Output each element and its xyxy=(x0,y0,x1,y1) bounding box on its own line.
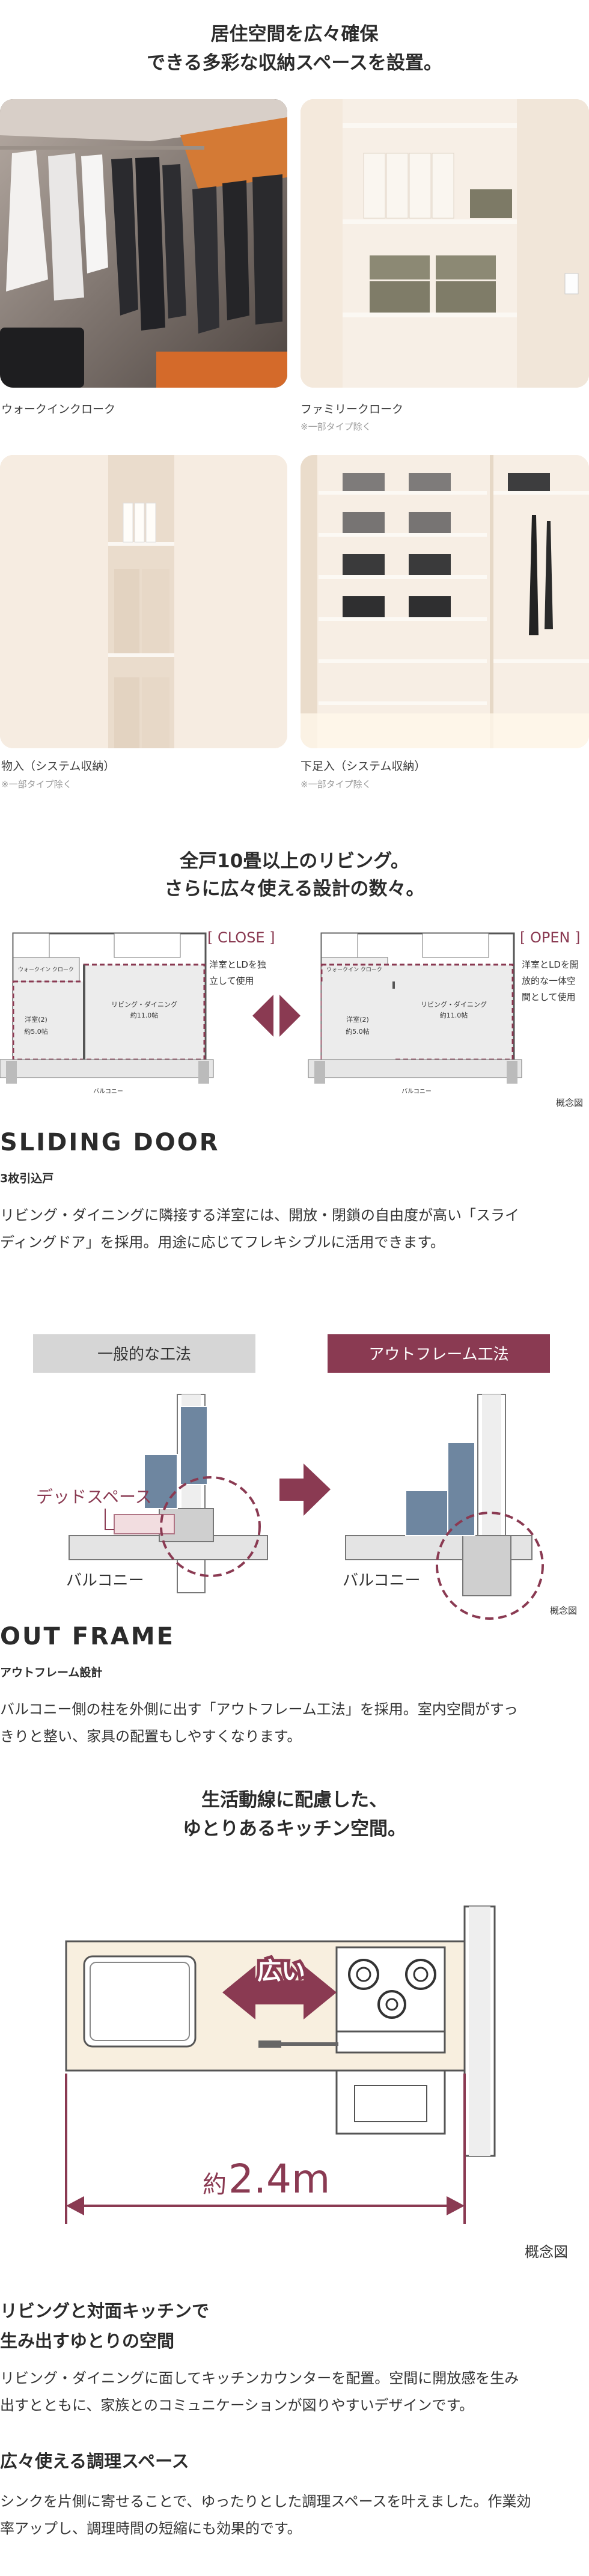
conventional-diagram: デッドスペース バルコニー xyxy=(36,1394,268,1593)
kitchen-heading2: 広々使える調理スペース xyxy=(0,2451,189,2471)
close-closet-label: ウォークイン クローク xyxy=(18,966,74,973)
kitchen-body1-line2: 出すとともに、家族とのコミュニケーションが図りやすいデザインです。 xyxy=(0,2397,474,2414)
wide-label: 広い xyxy=(257,1958,305,1985)
walk-in-closet-photo xyxy=(0,99,287,388)
open-desc-2: 放的な一体空 xyxy=(522,975,576,986)
label-box-right xyxy=(328,1334,550,1373)
open-desc-1: 洋室とLDを開 xyxy=(522,959,579,970)
toggle-arrows-icon xyxy=(252,995,301,1037)
open-balcony: バルコニー xyxy=(401,1088,432,1095)
kitchen-body2-line2: 率アップし、調理時間の短縮にも効果的です。 xyxy=(0,2520,302,2537)
close-tag: [ CLOSE ] xyxy=(207,929,275,946)
dim-value: 2.4m xyxy=(228,2156,330,2202)
living-heading-line2: さらに広々使える設計の数々。 xyxy=(164,878,425,900)
plan-open: ウォークイン クローク 洋室(2) 約5.0帖 リビング・ダイニング 約11.0… xyxy=(308,929,580,1095)
wide-arrow-icon xyxy=(222,1965,337,2019)
open-closet-label: ウォークイン クローク xyxy=(326,966,382,973)
label-left: 一般的な工法 xyxy=(97,1346,191,1364)
balcony-left-label: バルコニー xyxy=(66,1572,144,1590)
kitchen-heading-line2: ゆとりあるキッチン空間。 xyxy=(183,1818,406,1840)
right-arrow-icon xyxy=(279,1463,331,1516)
outframe-diagram: 一般的な工法 アウトフレーム工法 デッドスペース バルコニー バルコニー 概念図 xyxy=(33,1334,577,1620)
outframe-diagram-right: バルコニー xyxy=(343,1394,544,1620)
photo-note-2: ※一部タイプ除く xyxy=(301,421,371,432)
dim-prefix: 約 xyxy=(203,2171,227,2199)
kitchen-heading-line1: 生活動線に配慮した、 xyxy=(201,1789,388,1811)
plan-close: ウォークイン クローク 洋室(2) 約5.0帖 リビング・ダイニング 約11.0… xyxy=(0,929,275,1095)
sliding-body-line2: ディングドア」を採用。用途に応じてフレキシブルに活用できます。 xyxy=(0,1234,445,1251)
open-room-left-size: 約5.0帖 xyxy=(346,1027,370,1036)
close-desc-2: 立して使用 xyxy=(209,975,254,986)
open-room-right: リビング・ダイニング xyxy=(421,1000,487,1009)
open-tag: [ OPEN ] xyxy=(520,929,580,946)
close-room-left-size: 約5.0帖 xyxy=(24,1027,48,1036)
sliding-subtitle: 3枚引込戸 xyxy=(0,1172,54,1185)
sliding-title: SLIDING DOOR xyxy=(0,1129,220,1156)
kitchen-concept-note: 概念図 xyxy=(525,2244,568,2260)
dead-space-label: デッドスペース xyxy=(36,1487,152,1507)
outframe-body-line1: バルコニー側の柱を外側に出す「アウトフレーム工法」を採用。室内空間がすっ xyxy=(0,1701,518,1718)
close-balcony: バルコニー xyxy=(93,1088,123,1095)
close-desc-1: 洋室とLDを独 xyxy=(209,959,266,970)
floor-plan-diagram: ウォークイン クローク 洋室(2) 約5.0帖 リビング・ダイニング 約11.0… xyxy=(0,929,583,1108)
open-room-left: 洋室(2) xyxy=(346,1015,369,1024)
photo-caption-3: 物入（システム収納） xyxy=(1,760,115,773)
outframe-concept-note: 概念図 xyxy=(550,1605,577,1616)
photo-caption-4: 下足入（システム収納） xyxy=(301,760,426,773)
storage-heading-line1: 居住空間を広々確保 xyxy=(210,23,379,45)
open-room-right-size: 約11.0帖 xyxy=(440,1011,468,1019)
family-closet-photo xyxy=(301,99,589,388)
living-concept-note: 概念図 xyxy=(556,1097,583,1108)
close-room-left: 洋室(2) xyxy=(25,1015,47,1024)
close-room-right-size: 約11.0帖 xyxy=(130,1011,159,1019)
photo-note-3: ※一部タイプ除く xyxy=(1,779,72,790)
kitchen-heading1-line1: リビングと対面キッチンで xyxy=(0,2301,210,2321)
label-box-left xyxy=(33,1334,255,1373)
living-heading-line1: 全戸10畳以上のリビング。 xyxy=(180,850,409,872)
outframe-title: OUT FRAME xyxy=(0,1623,175,1650)
label-right: アウトフレーム工法 xyxy=(368,1346,508,1364)
system-storage-photo xyxy=(0,455,287,748)
open-desc-3: 間として使用 xyxy=(522,992,576,1003)
shoe-storage-photo xyxy=(301,455,589,748)
kitchen-body2-line1: シンクを片側に寄せることで、ゆったりとした調理スペースを叶えました。作業効 xyxy=(0,2493,531,2510)
photo-note-4: ※一部タイプ除く xyxy=(301,779,371,790)
kitchen-heading1-line2: 生み出すゆとりの空間 xyxy=(0,2331,175,2351)
photo-caption-1: ウォークインクローク xyxy=(1,403,116,416)
photo-caption-2: ファミリークローク xyxy=(301,403,404,416)
outframe-subtitle: アウトフレーム設計 xyxy=(0,1666,103,1679)
kitchen-diagram: 広い 約 2.4m 概念図 xyxy=(65,1905,568,2260)
outframe-body-line2: きりと整い、家具の配置もしやすくなります。 xyxy=(0,1728,302,1745)
close-room-right: リビング・ダイニング xyxy=(111,1000,177,1009)
storage-heading-line2: できる多彩な収納スペースを設置。 xyxy=(147,52,442,74)
sliding-body-line1: リビング・ダイニングに隣接する洋室には、開放・閉鎖の自由度が高い「スライ xyxy=(0,1207,519,1224)
balcony-right-label: バルコニー xyxy=(343,1572,420,1590)
kitchen-body1-line1: リビング・ダイニングに面してキッチンカウンターを配置。空間に開放感を生み xyxy=(0,2370,519,2387)
